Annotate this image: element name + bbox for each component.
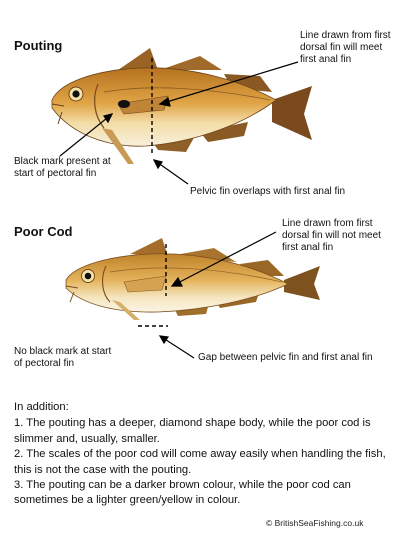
poorcod-line-note: Line drawn from first dorsal fin will no… [282,218,381,253]
addition-heading: In addition: [14,401,69,413]
pouting-second-dorsal-fin [160,56,222,70]
pouting-fish [51,48,312,164]
poorcod-pelvic-fin [112,300,140,320]
pouting-title: Pouting [14,38,63,53]
pouting-tail-fin [272,86,312,140]
pouting-pelvic-fin [102,128,134,164]
poorcod-tail-fin [284,266,320,300]
pouting-arrows [59,61,299,185]
credit: © BritishSeaFishing.co.uk [266,518,364,528]
pouting-black-mark-note: Black mark present at start of pectoral … [14,156,111,179]
pouting-first-dorsal-fin [118,48,158,70]
pouting-second-anal-fin [200,122,248,142]
poorcod-second-dorsal-fin [170,248,236,262]
addition-item-3: 3. The pouting can be a darker brown col… [14,479,351,507]
poorcod-arrows [158,231,277,359]
poorcod-gap-note: Gap between pelvic fin and first anal fi… [198,352,373,363]
poorcod-no-mark-note: No black mark at start of pectoral fin [14,346,112,369]
addition-item-2: 2. The scales of the poor cod will come … [14,448,386,476]
pouting-black-mark [118,100,130,108]
pouting-line-note: Line drawn from first dorsal fin will me… [300,30,391,65]
pouting-pectoral-fin [117,95,169,115]
addition-item-1: 1. The pouting has a deeper, diamond sha… [14,417,371,445]
poorcod-first-dorsal-fin [130,238,168,256]
poorcod-title: Poor Cod [14,224,73,239]
poorcod-pectoral-fin [123,275,167,293]
pouting-pelvic-note: Pelvic fin overlaps with first anal fin [190,186,346,197]
addition-block: In addition: 1. The pouting has a deeper… [14,400,392,509]
